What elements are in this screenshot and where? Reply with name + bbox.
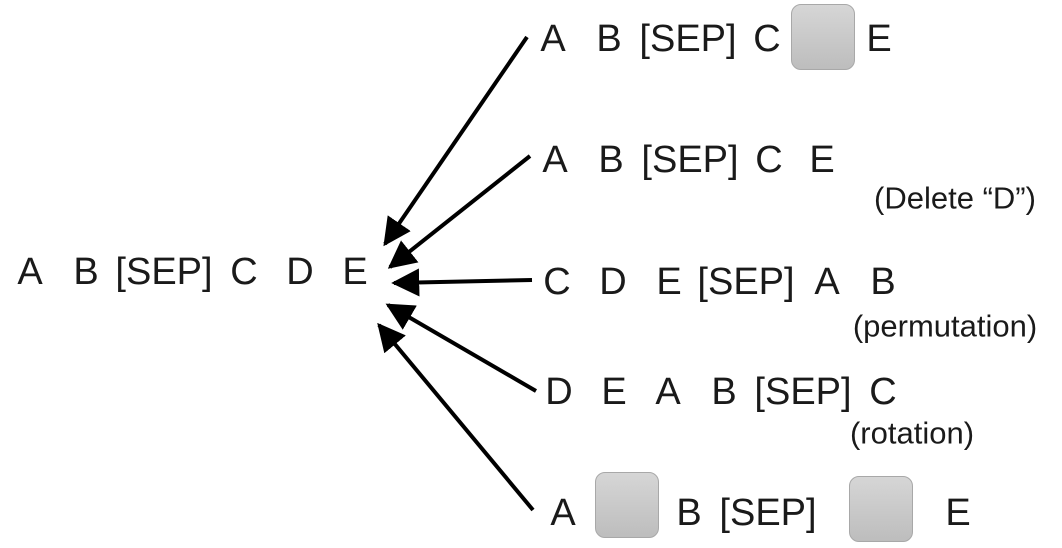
- arrow-rotation: [385, 303, 538, 393]
- variant-token: C: [543, 261, 571, 303]
- variant-token: E: [866, 18, 892, 60]
- variant-token: B: [596, 18, 622, 60]
- original-token: [SEP]: [115, 251, 213, 293]
- annotation-delete: (Delete “D”): [874, 180, 1036, 216]
- variant-token: E: [656, 261, 682, 303]
- mask-token: [595, 472, 659, 538]
- variant-token: A: [542, 139, 568, 181]
- variant-token: A: [655, 371, 681, 413]
- variant-token: B: [676, 492, 702, 534]
- mask-token: [849, 476, 913, 542]
- annotation-rotation: (rotation): [849, 415, 975, 451]
- mask-token: [791, 4, 855, 70]
- original-token: B: [73, 251, 99, 293]
- variant-token: A: [540, 18, 566, 60]
- variant-token: C: [755, 139, 783, 181]
- variant-token: B: [870, 261, 896, 303]
- annotation-permutation: (permutation): [852, 308, 1038, 344]
- variant-token: E: [601, 371, 627, 413]
- original-token: D: [286, 251, 314, 293]
- variant-token: E: [945, 492, 971, 534]
- variant-token: D: [599, 261, 627, 303]
- variant-token: B: [711, 371, 737, 413]
- original-token: A: [17, 251, 43, 293]
- variant-token: C: [753, 18, 781, 60]
- original-token: C: [230, 251, 258, 293]
- variant-token: [SEP]: [697, 261, 795, 303]
- variant-token: E: [809, 139, 835, 181]
- arrow-masked2: [377, 322, 535, 512]
- arrow-delete: [387, 154, 532, 269]
- variant-token: [SEP]: [639, 18, 737, 60]
- variant-token: C: [869, 371, 897, 413]
- variant-token: A: [550, 492, 576, 534]
- variant-token: B: [598, 139, 624, 181]
- arrow-masked: [383, 35, 529, 247]
- variant-token: [SEP]: [754, 371, 852, 413]
- variant-token: [SEP]: [641, 139, 739, 181]
- arrow-permutation: [391, 268, 533, 297]
- variant-token: [SEP]: [719, 492, 817, 534]
- variant-token: A: [814, 261, 840, 303]
- original-token: E: [342, 251, 368, 293]
- variant-token: D: [545, 371, 573, 413]
